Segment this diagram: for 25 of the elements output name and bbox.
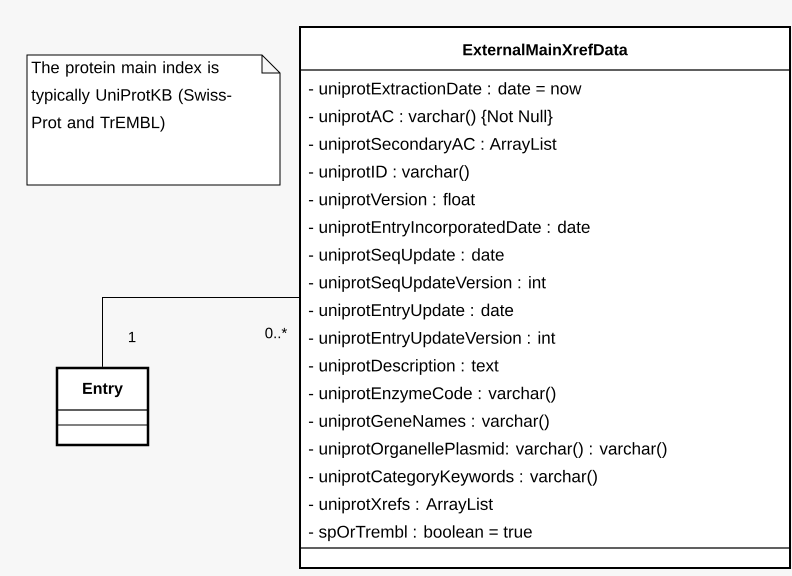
- class-name: Entry: [83, 382, 123, 398]
- attribute-text: - uniprotEnzymeCode : varchar(): [308, 386, 556, 403]
- attribute-text: - uniprotCategoryKeywords : varchar(): [308, 470, 597, 486]
- class-box: [299, 26, 791, 569]
- attribute-text: - uniprotEntryUpdateVersion : int: [308, 331, 556, 348]
- attribute-text: - uniprotEntryIncorporatedDate : date: [308, 220, 590, 236]
- class-box: [56, 366, 150, 446]
- multiplicity-label: 1: [128, 332, 136, 342]
- attribute-text: - uniprotSeqUpdateVersion : int: [308, 276, 546, 292]
- attribute-text: - uniprotSecondaryAC : ArrayList: [308, 137, 557, 154]
- note-text: The protein main index is typically UniProtKB (Swiss-Prot and TrEMBL): [31, 61, 232, 132]
- attribute-text: - uniprotXrefs : ArrayList: [308, 498, 493, 514]
- attribute-text: - uniprotVersion : float: [308, 192, 475, 209]
- note-box: [26, 54, 280, 186]
- attribute-text: - uniprotAC : varchar() {Not Null}: [308, 110, 553, 126]
- attribute-text: - uniprotOrganellePlasmid: varchar() : varchar(): [308, 442, 666, 458]
- attribute-text: - uniprotSeqUpdate : date: [308, 248, 504, 264]
- class-name: ExternalMainXrefData: [463, 44, 628, 56]
- attribute-text: - uniprotID : varchar(): [308, 165, 469, 182]
- attribute-text: - uniprotGeneNames : varchar(): [308, 414, 549, 430]
- attribute-text: - spOrTrembl : boolean = true: [308, 525, 532, 542]
- attribute-text: - uniprotEntryUpdate : date: [308, 304, 514, 320]
- attribute-text: - uniprotExtractionDate : date = now: [308, 82, 582, 98]
- association-line: [102, 297, 300, 368]
- attribute-text: - uniprotDescription : text: [308, 359, 499, 375]
